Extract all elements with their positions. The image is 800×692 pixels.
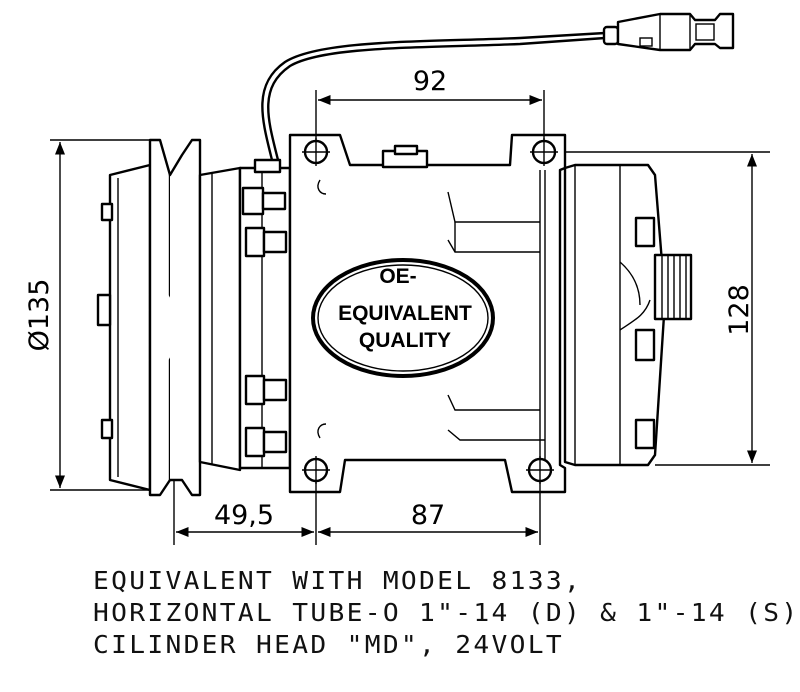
bolt-lower [244, 374, 288, 458]
dimension-49-5-label: 49,5 [214, 500, 274, 531]
caption-line-1: EQUIVALENT WITH MODEL 8133, [93, 566, 583, 595]
badge-line-2: EQUIVALENT [338, 302, 472, 325]
oe-quality-badge: OE- EQUIVALENT QUALITY [311, 258, 495, 378]
caption-line-3: CILINDER HEAD "MD", 24VOLT [93, 630, 564, 659]
mount-hole-tr [530, 138, 558, 166]
badge-line-1: OE- [379, 265, 416, 288]
dimension-diameter-label: Ø135 [24, 279, 55, 352]
threaded-port [653, 253, 693, 321]
cable [261, 31, 607, 162]
bolt-upper [241, 186, 288, 258]
dimension-bottom: 49,5 87 [173, 480, 541, 545]
mount-hole-tl [302, 138, 330, 166]
dimension-height: 128 [565, 151, 770, 466]
front-plate [238, 158, 292, 470]
dimension-top-width: 92 [315, 66, 545, 140]
rear-head [563, 163, 693, 467]
clutch-pulley [96, 138, 242, 497]
dimension-92-label: 92 [413, 66, 447, 97]
badge-line-3: QUALITY [359, 329, 451, 352]
connector [602, 12, 735, 52]
dimension-diameter: Ø135 [24, 139, 150, 491]
caption-line-2: HORIZONTAL TUBE-O 1"-14 (D) & 1"-14 (S) [93, 598, 800, 627]
specification-caption: EQUIVALENT WITH MODEL 8133, HORIZONTAL T… [93, 565, 797, 661]
dimension-128-label: 128 [724, 284, 755, 336]
dimension-87-label: 87 [411, 500, 445, 531]
